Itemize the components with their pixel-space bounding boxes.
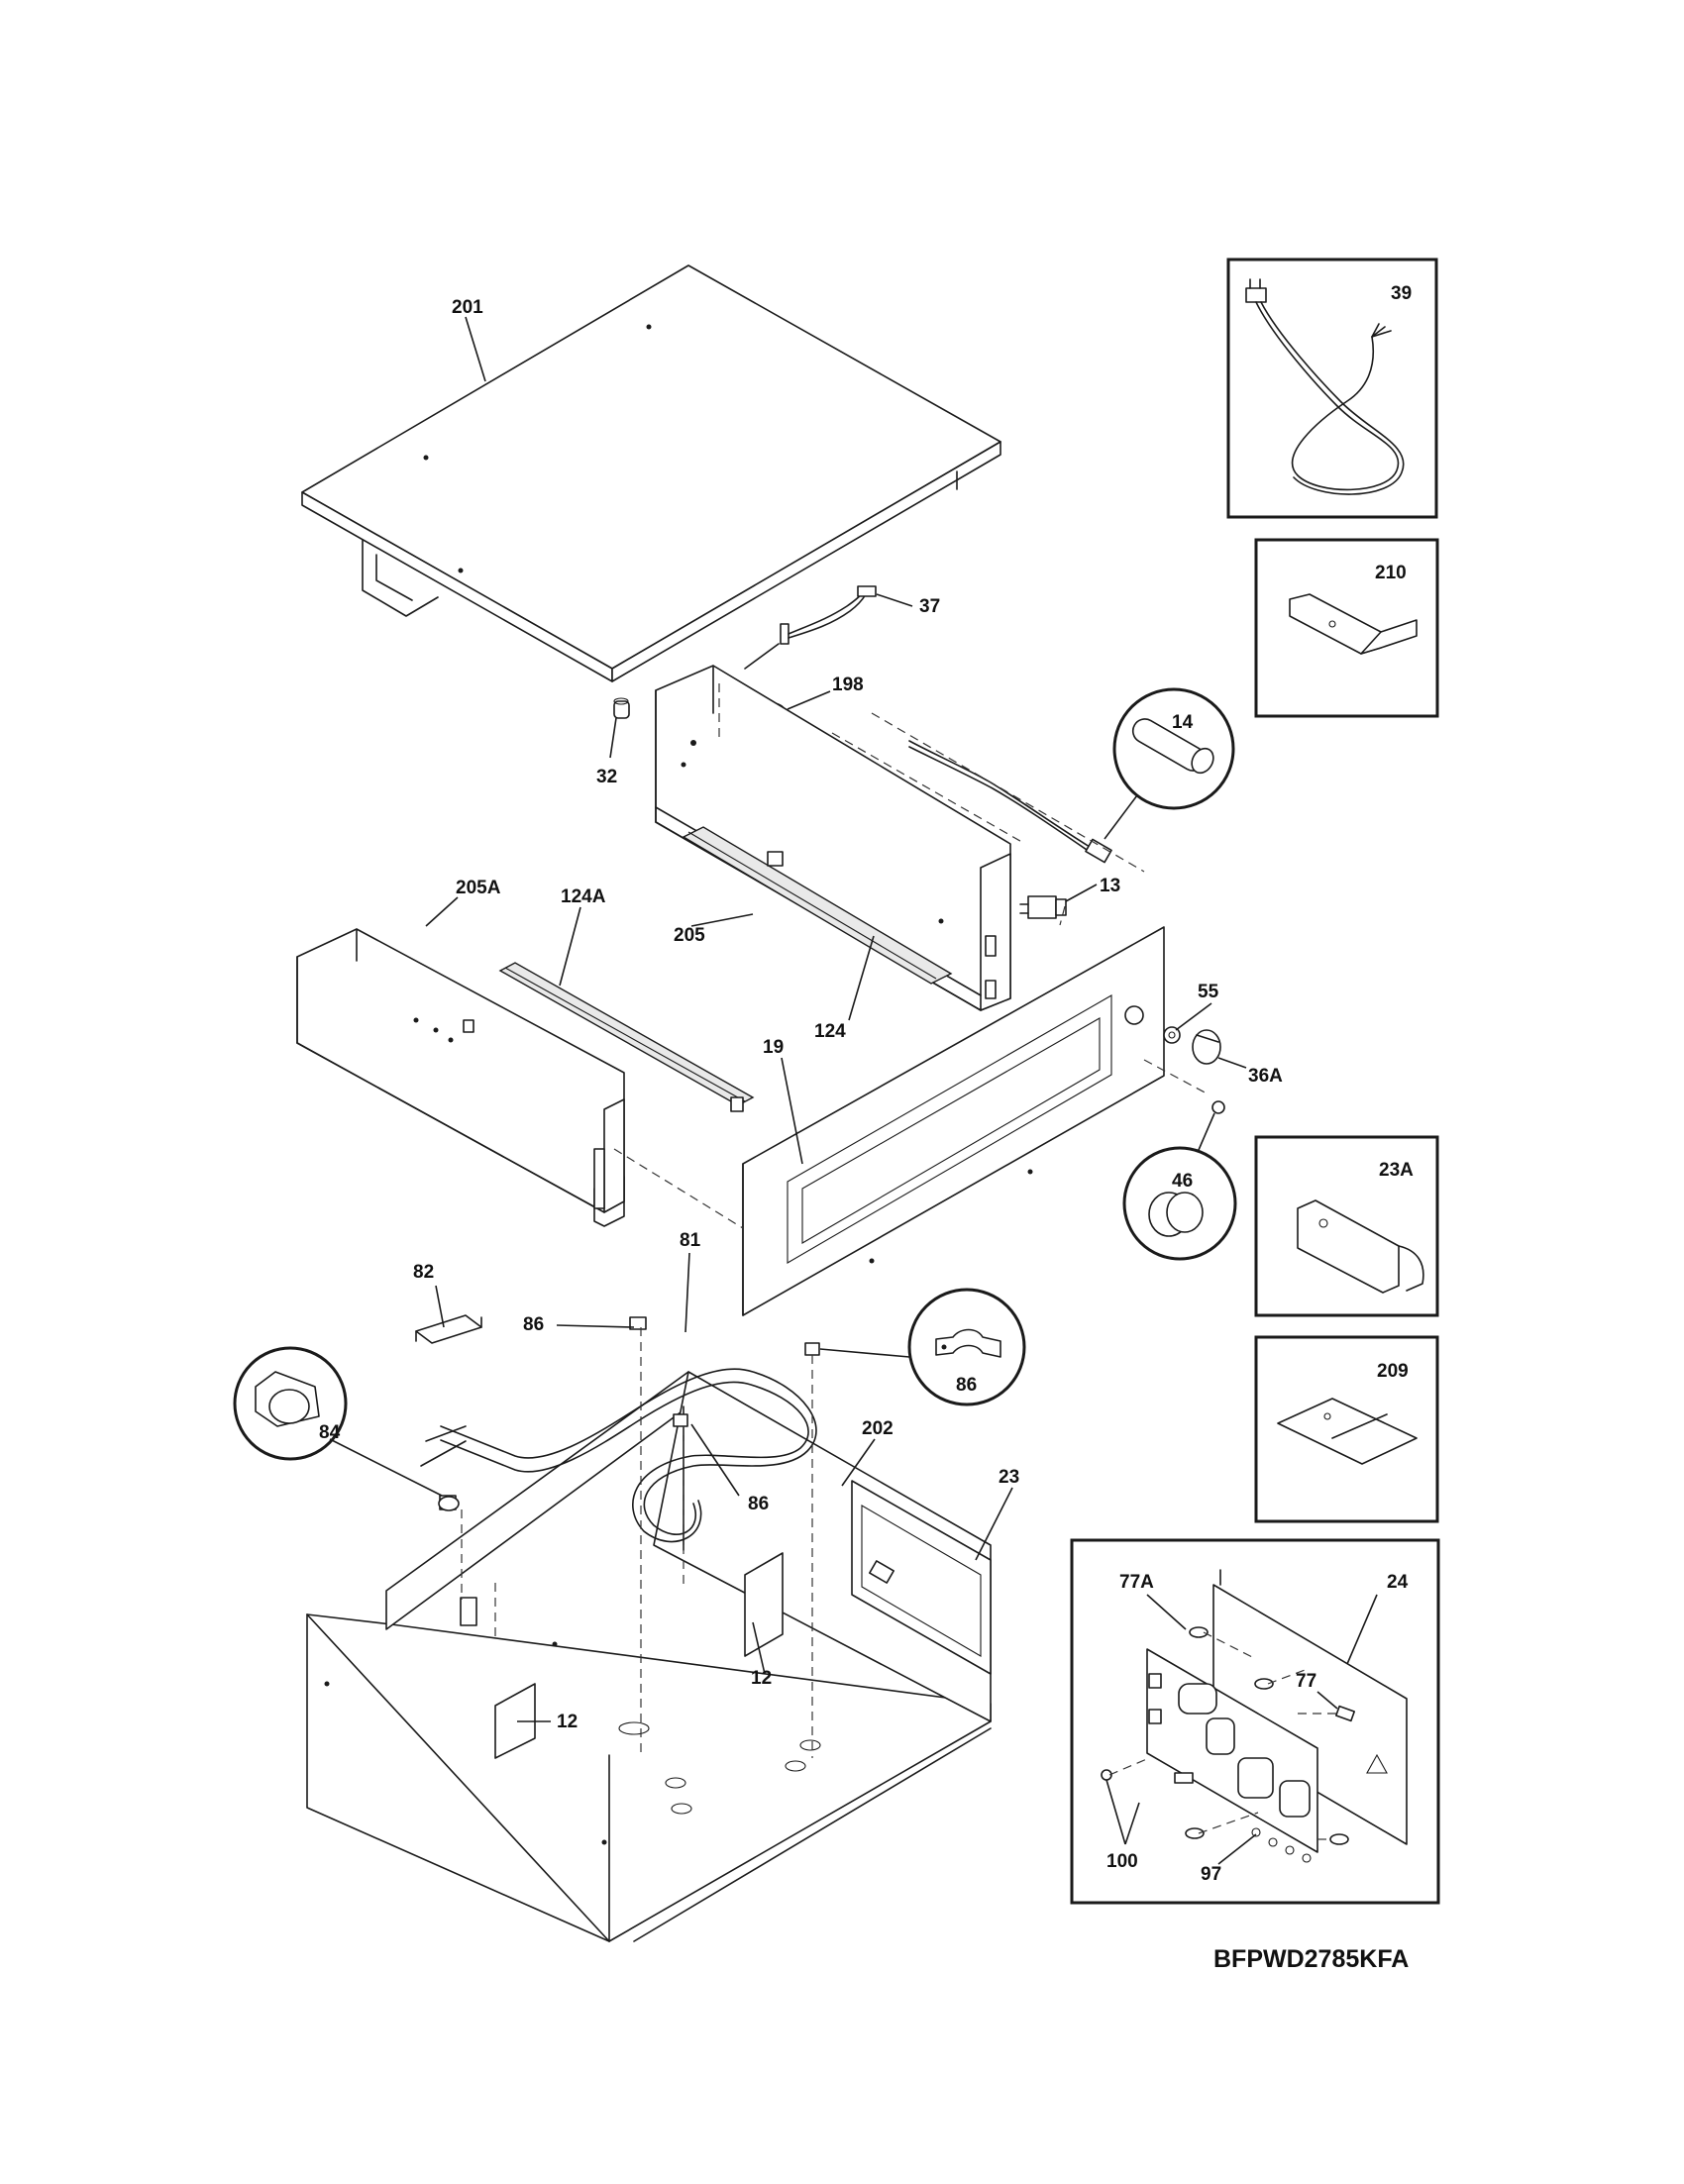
label-124A: 124A bbox=[561, 886, 606, 907]
top-panel-201 bbox=[301, 264, 1001, 682]
label-77: 77 bbox=[1296, 1671, 1316, 1692]
label-124: 124 bbox=[814, 1021, 846, 1042]
label-97: 97 bbox=[1201, 1864, 1221, 1885]
clip-86-b bbox=[804, 1342, 820, 1356]
knob-46 bbox=[1122, 1100, 1237, 1261]
back-panel-205A bbox=[296, 928, 625, 1227]
clip-86-callout bbox=[819, 1288, 1026, 1406]
label-12-b: 12 bbox=[557, 1712, 578, 1732]
label-205: 205 bbox=[674, 925, 705, 946]
label-100: 100 bbox=[1106, 1851, 1138, 1872]
thermostat-84 bbox=[233, 1346, 460, 1511]
label-46: 46 bbox=[1172, 1171, 1193, 1192]
label-77A: 77A bbox=[1119, 1572, 1154, 1593]
box-210-bracket bbox=[1254, 538, 1439, 718]
plug-32 bbox=[613, 697, 630, 719]
label-209: 209 bbox=[1377, 1361, 1409, 1382]
model-code: BFPWD2785KFA bbox=[1213, 1945, 1409, 1973]
label-55: 55 bbox=[1198, 982, 1219, 1002]
label-202: 202 bbox=[862, 1418, 894, 1439]
label-82: 82 bbox=[413, 1262, 434, 1283]
label-210: 210 bbox=[1375, 563, 1407, 583]
box-23A-bracket bbox=[1254, 1135, 1439, 1317]
label-23A: 23A bbox=[1379, 1160, 1414, 1181]
wire-harness-37 bbox=[744, 585, 877, 670]
label-86-b: 86 bbox=[956, 1375, 977, 1396]
label-37: 37 bbox=[919, 596, 940, 617]
box-24-control-board bbox=[1070, 1538, 1440, 1905]
clip-86-a bbox=[629, 1316, 647, 1330]
label-14: 14 bbox=[1172, 712, 1194, 733]
leader-lines bbox=[425, 316, 1247, 1722]
knob-36A bbox=[1192, 1029, 1221, 1065]
assembly-lines bbox=[461, 683, 1210, 1758]
label-39: 39 bbox=[1391, 283, 1412, 304]
label-205A: 205A bbox=[456, 878, 501, 898]
label-32: 32 bbox=[596, 767, 617, 787]
front-frame-19 bbox=[742, 926, 1165, 1316]
label-84: 84 bbox=[319, 1422, 341, 1443]
label-198: 198 bbox=[832, 675, 864, 695]
label-86-a: 86 bbox=[523, 1314, 544, 1335]
rail-124A bbox=[498, 962, 755, 1112]
part-labels: 201 37 198 32 14 13 205A 124A 205 124 55… bbox=[319, 283, 1414, 1885]
label-23: 23 bbox=[999, 1467, 1019, 1488]
label-19: 19 bbox=[763, 1037, 784, 1058]
label-12-a: 12 bbox=[751, 1668, 772, 1689]
control-box-205 bbox=[655, 665, 1011, 1011]
label-13: 13 bbox=[1100, 876, 1120, 896]
label-81: 81 bbox=[680, 1230, 701, 1251]
label-201: 201 bbox=[452, 297, 483, 318]
bracket-82 bbox=[415, 1314, 482, 1344]
bottom-box-202 bbox=[306, 1371, 992, 1942]
label-24: 24 bbox=[1387, 1572, 1409, 1593]
box-209-plate bbox=[1254, 1335, 1439, 1523]
switch-13 bbox=[1019, 895, 1067, 919]
label-86-c: 86 bbox=[748, 1494, 769, 1514]
label-36A: 36A bbox=[1248, 1066, 1283, 1087]
nut-55 bbox=[1163, 1026, 1181, 1044]
box-39-power-cord bbox=[1226, 258, 1438, 519]
clip-86-c bbox=[673, 1413, 688, 1427]
